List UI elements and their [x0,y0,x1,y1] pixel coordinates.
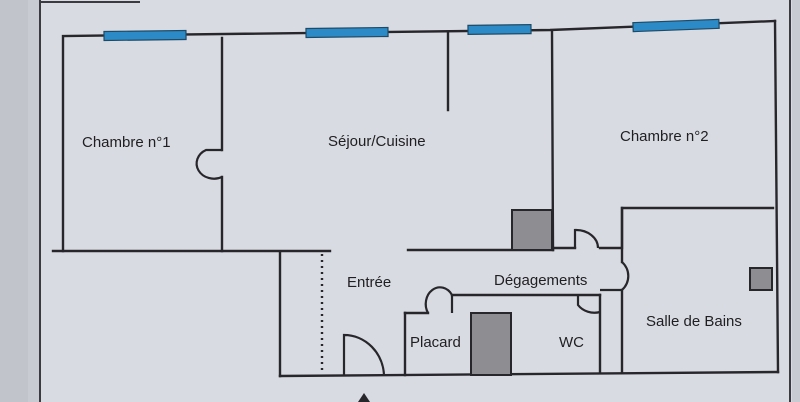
window-chambre2 [632,18,720,33]
door-sdb [600,261,630,292]
plan-paper [40,0,792,402]
window-chambre1 [103,29,187,42]
label-degagements: Dégagements [494,272,588,289]
duct-sdb [749,267,773,291]
exterior-right-wall [773,19,780,374]
label-placard: Placard [410,334,461,351]
door-entree [342,333,386,377]
exterior-bottom-wall [278,370,780,378]
window-sejour-1 [305,26,389,39]
door-chambre1 [195,148,223,180]
north-arrow-tip [358,393,370,402]
label-wc: WC [559,334,584,351]
door-swings [195,148,630,377]
duct-placard-wc [470,312,512,376]
duct-sejour [511,209,553,251]
windows [103,18,720,42]
door-wc [576,295,601,314]
label-sejour-cuisine: Séjour/Cuisine [328,133,426,150]
window-sejour-2 [467,24,532,35]
page-margin-left [0,0,28,402]
door-placard [424,286,454,314]
door-chambre2 [573,228,600,249]
label-chambre1: Chambre n°1 [82,134,171,151]
label-entree: Entrée [347,274,392,291]
label-chambre2: Chambre n°2 [620,128,709,145]
label-salle-de-bains: Salle de Bains [646,313,742,330]
